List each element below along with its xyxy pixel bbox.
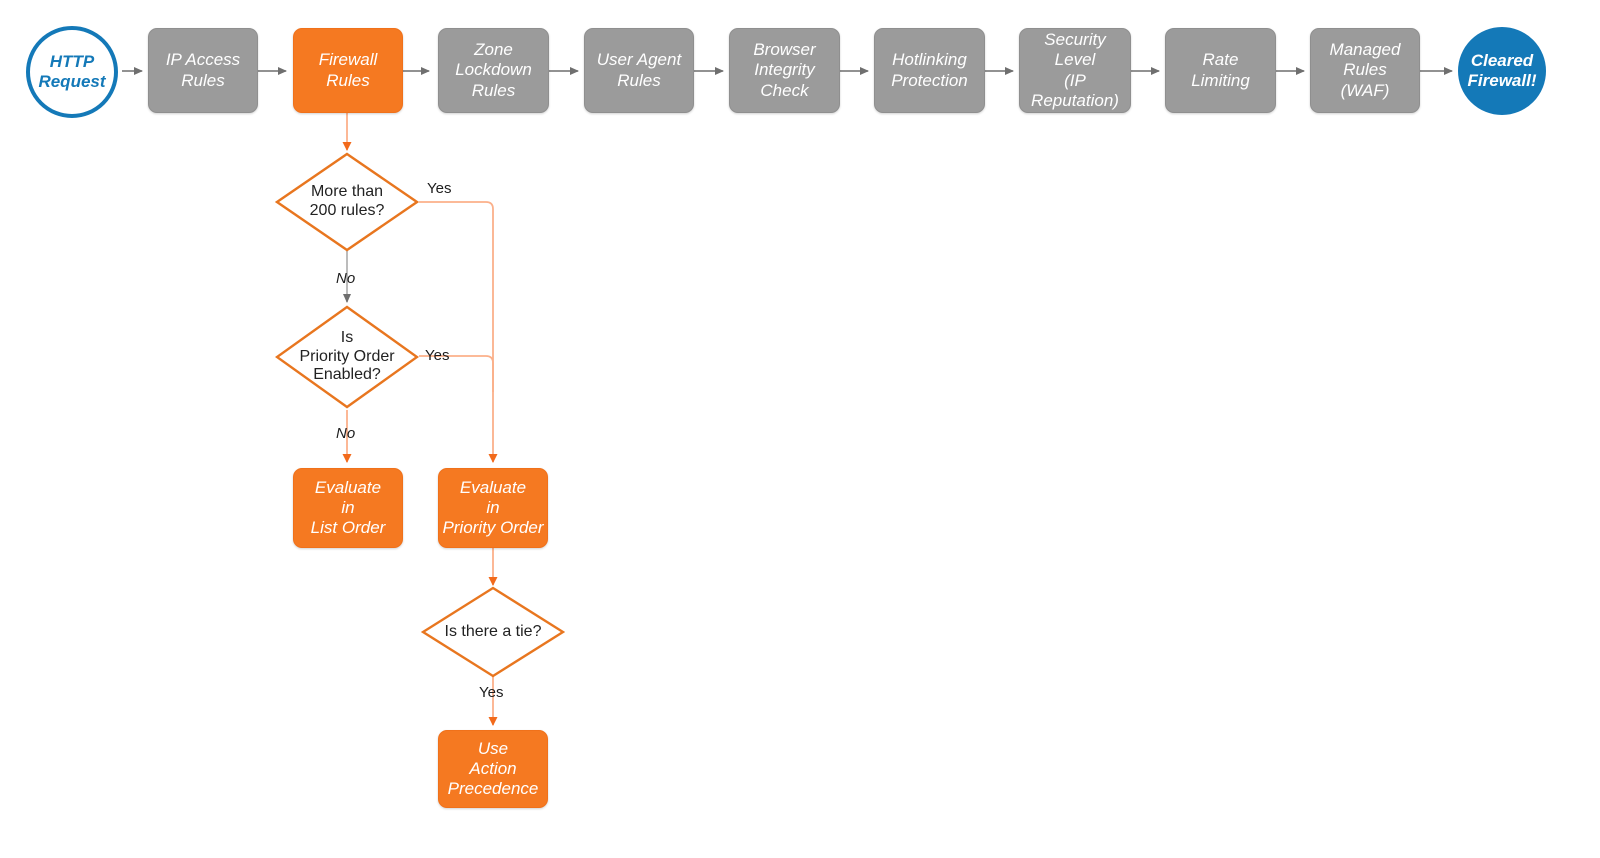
node-use-action-precedence-label: Use Action Precedence [447, 738, 539, 799]
node-is-there-a-tie[interactable]: Is there a tie? [421, 586, 565, 678]
edge-label-tie-yes: Yes [479, 684, 504, 701]
edge-label-priority-order-no: No [336, 425, 356, 442]
node-is-priority-order-enabled[interactable]: Is Priority Order Enabled? [275, 305, 419, 409]
edge-label-priority-order-yes: Yes [425, 347, 450, 364]
node-hotlinking-protection[interactable]: Hotlinking Protection [874, 28, 985, 113]
node-cleared-firewall-label: Cleared Firewall! [1467, 50, 1537, 90]
node-user-agent-rules-label: User Agent Rules [596, 50, 682, 90]
node-rate-limiting-label: Rate Limiting [1191, 50, 1250, 90]
node-zone-lockdown-rules[interactable]: Zone Lockdown Rules [438, 28, 549, 113]
node-more-than-200-rules-label: More than 200 rules? [309, 183, 385, 219]
node-evaluate-in-priority-order-label: Evaluate in Priority Order [442, 477, 544, 538]
node-is-there-a-tie-label: Is there a tie? [444, 622, 542, 640]
edge-more-than-200-yes [419, 201, 498, 463]
node-ip-access-rules-label: IP Access Rules [165, 50, 241, 90]
node-browser-integrity-check-label: Browser Integrity Check [753, 40, 816, 100]
node-ip-access-rules[interactable]: IP Access Rules [148, 28, 258, 113]
node-security-level-label: Security Level (IP Reputation) [1031, 30, 1119, 110]
node-use-action-precedence[interactable]: Use Action Precedence [438, 730, 548, 808]
node-firewall-rules-label: Firewall Rules [318, 50, 378, 90]
node-is-priority-order-enabled-label: Is Priority Order Enabled? [299, 328, 395, 384]
node-managed-rules-waf-label: Managed Rules (WAF) [1329, 40, 1401, 100]
node-evaluate-in-list-order[interactable]: Evaluate in List Order [293, 468, 403, 548]
node-evaluate-in-priority-order[interactable]: Evaluate in Priority Order [438, 468, 548, 548]
node-managed-rules-waf[interactable]: Managed Rules (WAF) [1310, 28, 1420, 113]
edge-label-more-than-200-yes: Yes [427, 180, 452, 197]
node-security-level[interactable]: Security Level (IP Reputation) [1019, 28, 1131, 113]
diamond-shape [275, 305, 419, 409]
node-browser-integrity-check[interactable]: Browser Integrity Check [729, 28, 840, 113]
node-cleared-firewall[interactable]: Cleared Firewall! [1458, 27, 1546, 115]
node-http-request-label: HTTP Request [38, 51, 106, 91]
node-rate-limiting[interactable]: Rate Limiting [1165, 28, 1276, 113]
node-http-request[interactable]: HTTP Request [26, 26, 118, 118]
edge-label-more-than-200-no: No [336, 270, 356, 287]
node-evaluate-in-list-order-label: Evaluate in List Order [310, 477, 386, 538]
node-more-than-200-rules[interactable]: More than 200 rules? [275, 152, 419, 252]
node-hotlinking-protection-label: Hotlinking Protection [891, 50, 968, 90]
node-user-agent-rules[interactable]: User Agent Rules [584, 28, 694, 113]
node-zone-lockdown-rules-label: Zone Lockdown Rules [455, 40, 532, 100]
node-firewall-rules[interactable]: Firewall Rules [293, 28, 403, 113]
